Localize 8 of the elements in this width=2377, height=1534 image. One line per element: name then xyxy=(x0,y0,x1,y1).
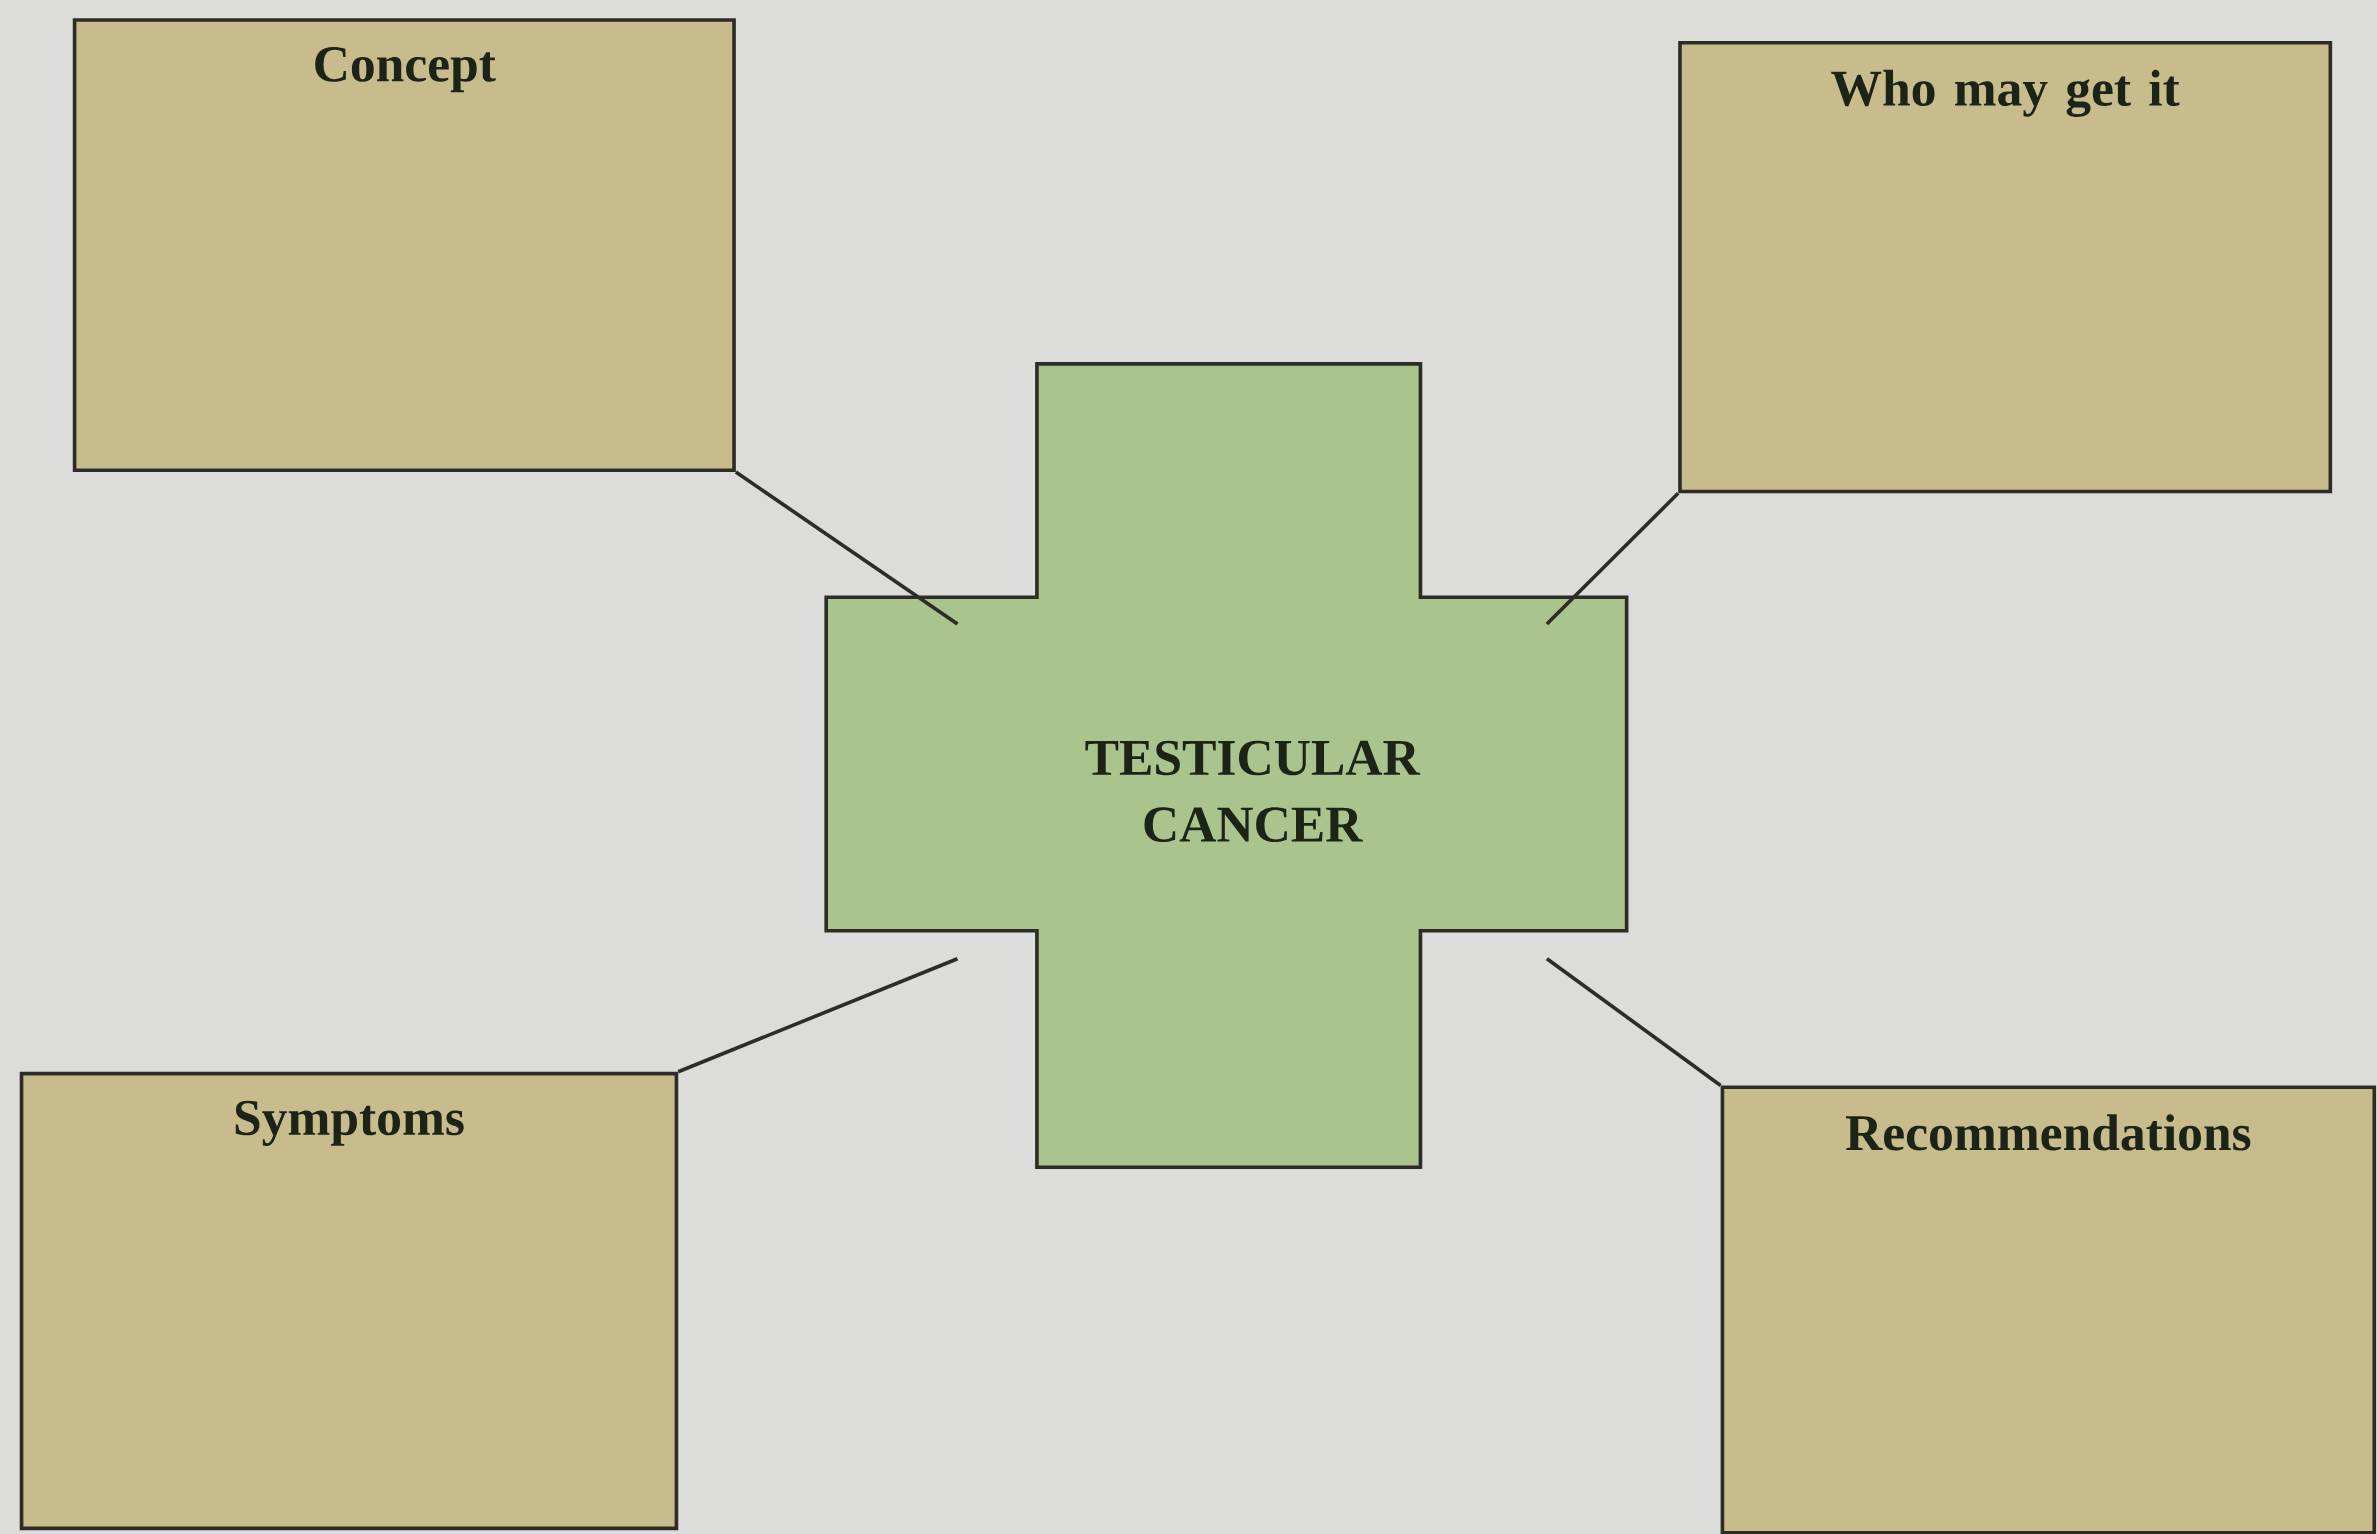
topic-box: Symptoms xyxy=(19,1071,679,1531)
connector-line xyxy=(1545,491,1680,626)
topic-box: Concept xyxy=(72,18,736,472)
topic-box: Recommendations xyxy=(1720,1085,2377,1534)
topic-box: Who may get it xyxy=(1678,40,2333,494)
connector-line xyxy=(734,470,959,626)
connector-line xyxy=(1545,957,1722,1087)
connector-line xyxy=(677,956,959,1074)
